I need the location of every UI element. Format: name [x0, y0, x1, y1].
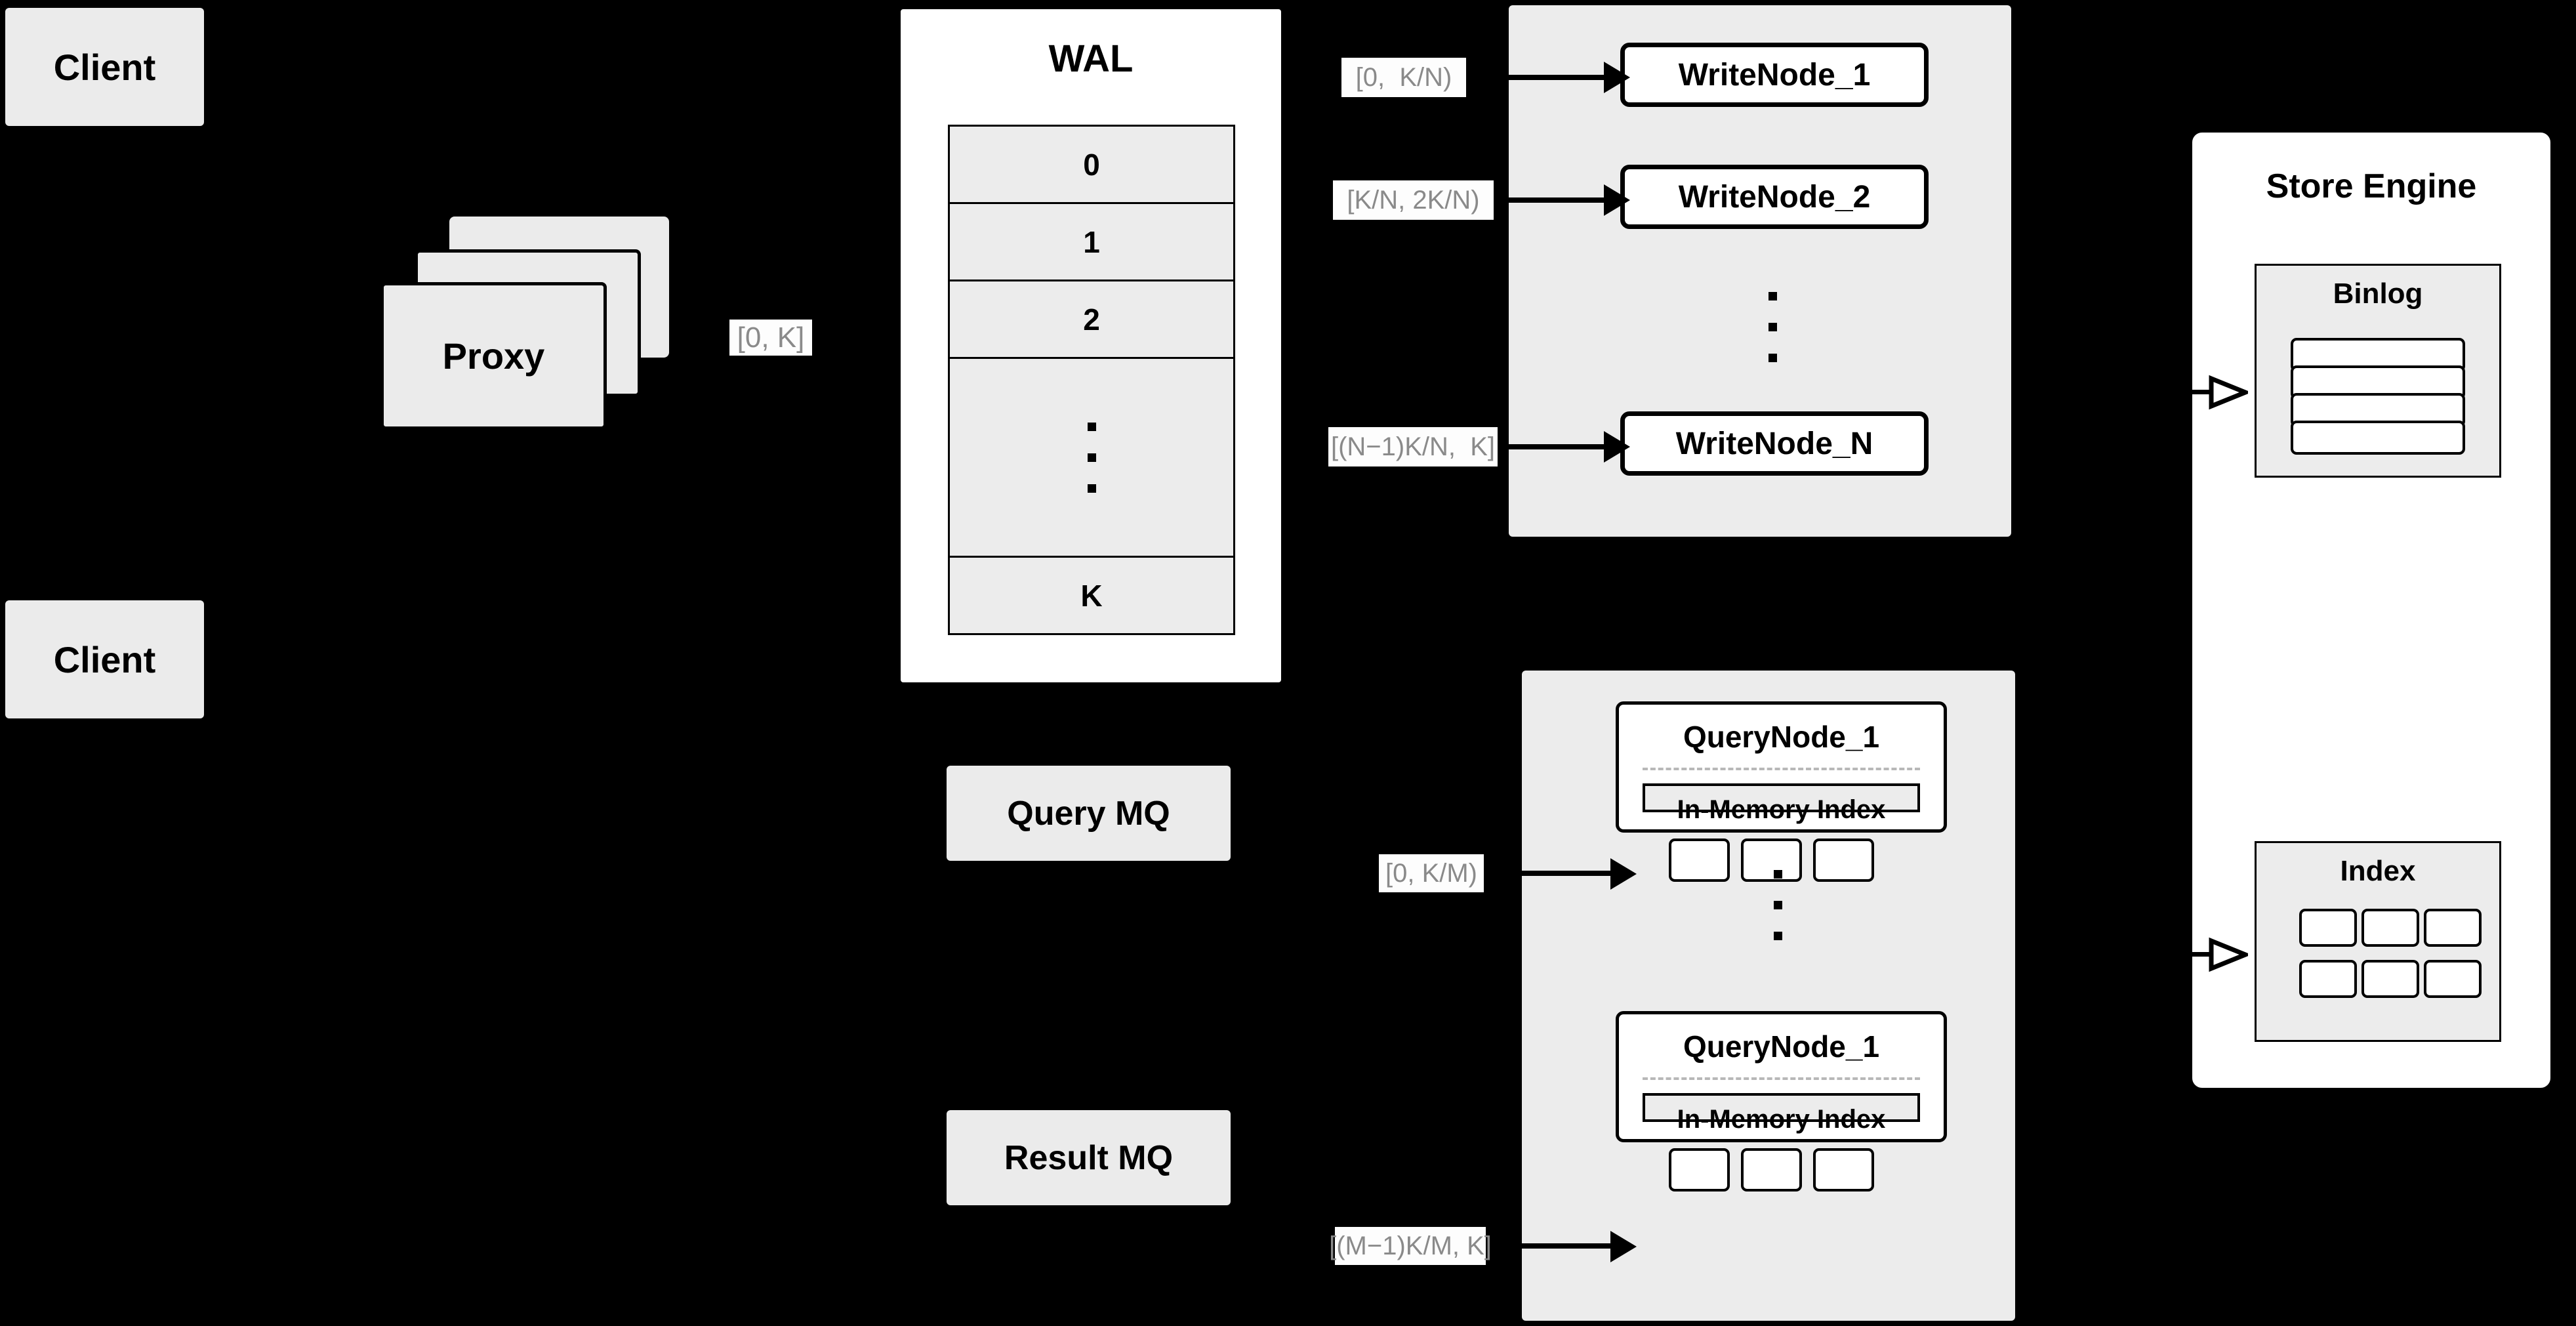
- wal-row-label-1: 1: [1083, 224, 1100, 259]
- wal-panel: WAL 0 1 2 K: [897, 5, 1285, 686]
- edge-label-query-node-m: [(M−1)K/M, K]: [1329, 1227, 1492, 1265]
- open-arrowhead-icon: [2209, 937, 2248, 972]
- proxy-stack[interactable]: Proxy: [380, 217, 669, 430]
- result-mq-label: Result MQ: [1004, 1138, 1174, 1177]
- write-node-vertical-ellipsis-icon: [1740, 271, 1805, 383]
- client-label-1: Client: [53, 46, 156, 88]
- arrow-to-write-node-1: [1473, 62, 1633, 93]
- query-node-m-index-tile-3: [1813, 1148, 1874, 1191]
- index-tile-1: [2299, 909, 2357, 947]
- wal-row-ellipsis: [950, 359, 1233, 558]
- query-node-1-in-memory-index: In-Memory Index: [1643, 783, 1920, 882]
- wal-vertical-ellipsis-icon: [1087, 422, 1096, 493]
- wal-entry-list: 0 1 2 K: [948, 125, 1235, 635]
- proxy-card-front[interactable]: Proxy: [380, 282, 607, 430]
- client-box-1[interactable]: Client: [5, 8, 204, 126]
- write-node-cluster: WriteNode_1 WriteNode_2 WriteNode_N: [1509, 5, 2011, 537]
- query-node-1-index-tile-2: [1741, 839, 1802, 882]
- wal-row-label-0: 0: [1083, 147, 1100, 182]
- write-node-2[interactable]: WriteNode_2: [1620, 165, 1929, 229]
- wal-title: WAL: [1048, 37, 1134, 80]
- arrow-to-binlog: [2173, 375, 2248, 410]
- index-tile-2: [2361, 909, 2419, 947]
- wal-row-label-k: K: [1080, 578, 1103, 613]
- query-node-m-index-title: In-Memory Index: [1677, 1105, 1886, 1134]
- query-node-1-index-tile-1: [1669, 839, 1730, 882]
- edge-label-write-node-n: [(N−1)K/N, K]: [1328, 427, 1498, 466]
- client-box-2[interactable]: Client: [5, 600, 204, 718]
- index-tile-3: [2424, 909, 2482, 947]
- index-tile-6: [2424, 960, 2482, 998]
- query-node-1-index-tile-3: [1813, 839, 1874, 882]
- query-node-m-divider: [1643, 1077, 1920, 1080]
- edge-label-proxy-to-wal-text: [0, K]: [737, 321, 805, 354]
- wal-row-k: K: [950, 558, 1233, 633]
- store-engine-panel: Store Engine Binlog Index: [2188, 128, 2555, 1092]
- arrow-to-write-node-n: [1502, 431, 1637, 463]
- index-tile-5: [2361, 960, 2419, 998]
- wal-row-1: 1: [950, 204, 1233, 281]
- edge-label-query-node-1: [0, K/M): [1379, 854, 1484, 892]
- edge-label-write-node-1: [0, K/N): [1341, 58, 1466, 97]
- query-mq-label: Query MQ: [1007, 794, 1170, 833]
- edge-label-write-node-2: [K/N, 2K/N): [1333, 180, 1494, 220]
- query-node-1-divider: [1643, 768, 1920, 770]
- result-mq-box[interactable]: Result MQ: [947, 1110, 1231, 1205]
- query-node-m-index-tile-2: [1741, 1148, 1802, 1191]
- query-node-m-in-memory-index: In-Memory Index: [1643, 1093, 1920, 1191]
- query-node-1-title: QueryNode_1: [1683, 720, 1880, 754]
- edge-label-write-node-2-text: [K/N, 2K/N): [1347, 185, 1480, 215]
- arrow-to-query-node-1: [1489, 858, 1640, 890]
- wal-row-label-2: 2: [1083, 302, 1100, 337]
- edge-label-write-node-n-text: [(N−1)K/N, K]: [1330, 432, 1496, 461]
- write-node-1[interactable]: WriteNode_1: [1620, 43, 1929, 107]
- binlog-title: Binlog: [2333, 278, 2423, 310]
- arrow-to-query-node-m: [1490, 1231, 1640, 1262]
- proxy-label: Proxy: [442, 335, 545, 377]
- query-node-1-index-title: In-Memory Index: [1677, 795, 1886, 824]
- client-label-2: Client: [53, 638, 156, 680]
- arrow-to-index: [2173, 937, 2248, 972]
- edge-label-proxy-to-wal: [0, K]: [729, 320, 812, 356]
- query-node-m-index-tile-1: [1669, 1148, 1730, 1191]
- arrow-to-write-node-2: [1499, 184, 1637, 216]
- write-node-2-label: WriteNode_2: [1678, 179, 1871, 215]
- binlog-bar-4: [2291, 421, 2465, 455]
- index-title: Index: [2340, 855, 2416, 887]
- write-node-n-label: WriteNode_N: [1675, 426, 1873, 461]
- query-node-1[interactable]: QueryNode_1 In-Memory Index: [1616, 701, 1947, 882]
- write-node-n[interactable]: WriteNode_N: [1620, 411, 1929, 476]
- edge-label-query-node-1-text: [0, K/M): [1385, 858, 1478, 888]
- query-node-vertical-ellipsis-icon: [1745, 848, 1810, 963]
- store-engine-title: Store Engine: [2266, 167, 2477, 205]
- query-node-cluster: QueryNode_1 In-Memory Index QueryNode_1 …: [1522, 671, 2015, 1321]
- edge-label-write-node-1-text: [0, K/N): [1355, 62, 1452, 92]
- edge-label-query-node-m-text: [(M−1)K/M, K]: [1329, 1231, 1492, 1260]
- query-mq-box[interactable]: Query MQ: [947, 766, 1231, 861]
- query-node-m-title: QueryNode_1: [1683, 1029, 1880, 1064]
- index-panel: Index: [2255, 841, 2501, 1042]
- index-tile-4: [2299, 960, 2357, 998]
- wal-row-0: 0: [950, 127, 1233, 204]
- open-arrowhead-icon: [2209, 375, 2248, 410]
- query-node-m[interactable]: QueryNode_1 In-Memory Index: [1616, 1011, 1947, 1191]
- write-node-1-label: WriteNode_1: [1678, 57, 1871, 93]
- wal-row-2: 2: [950, 281, 1233, 359]
- binlog-panel: Binlog: [2255, 264, 2501, 478]
